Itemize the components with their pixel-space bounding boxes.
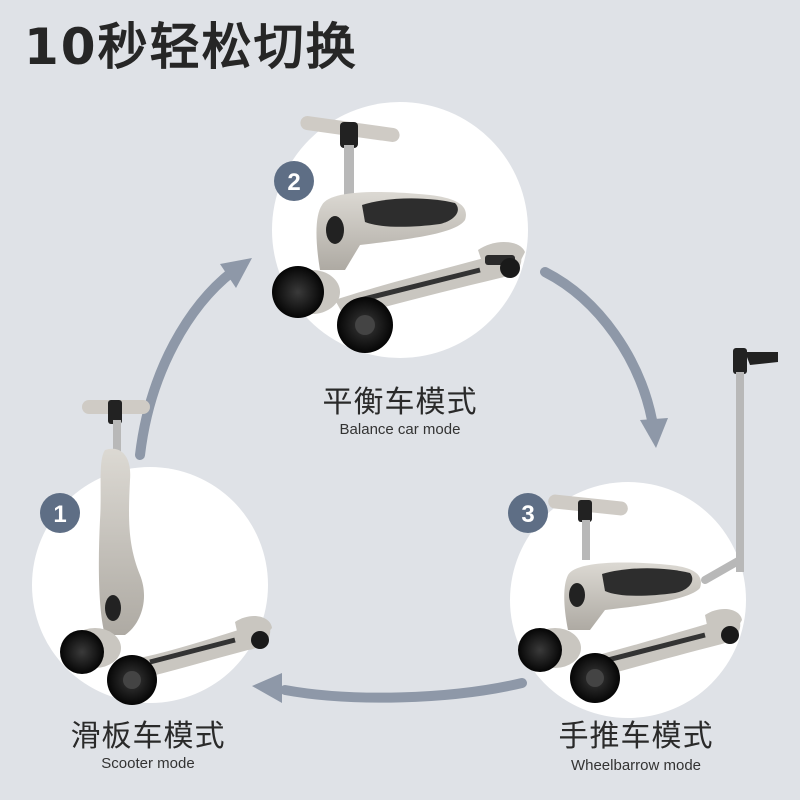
mode-1-panel: 1 <box>32 400 272 705</box>
page-title: 10秒轻松切换 <box>24 18 358 76</box>
mode-2-label-en: Balance car mode <box>339 421 461 438</box>
mode-1-label-cn: 滑板车模式 <box>70 719 226 754</box>
arrow-1-to-2-head <box>220 258 252 288</box>
mode-1-number-badge <box>40 493 80 533</box>
mode-3-number-badge <box>508 493 548 533</box>
mode-2-panel: 2 <box>272 102 528 358</box>
cycle-arrows <box>135 258 668 703</box>
arrow-2-to-3 <box>540 267 657 425</box>
scooter-mode-image <box>60 400 272 705</box>
mode-2-number-badge <box>274 161 314 201</box>
arrow-1-to-2 <box>135 267 237 460</box>
mode-3-panel: 3 <box>508 348 778 718</box>
balance-car-scooter-image <box>272 116 525 353</box>
arrow-2-to-3-head <box>640 418 668 448</box>
mode-1-label-en: Scooter mode <box>101 755 195 772</box>
wheelbarrow-mode-image <box>518 348 778 703</box>
mode-2-number: 2 <box>287 169 300 196</box>
arrow-3-to-1 <box>280 678 527 703</box>
mode-3-label-en: Wheelbarrow mode <box>570 757 702 774</box>
mode-2-label-cn: 平衡车模式 <box>322 385 478 420</box>
mode-3-label-cn: 手推车模式 <box>558 719 714 754</box>
mode-3-number: 3 <box>521 501 534 528</box>
mode-1-number: 1 <box>53 501 66 528</box>
arrow-3-to-1-head <box>252 673 282 703</box>
